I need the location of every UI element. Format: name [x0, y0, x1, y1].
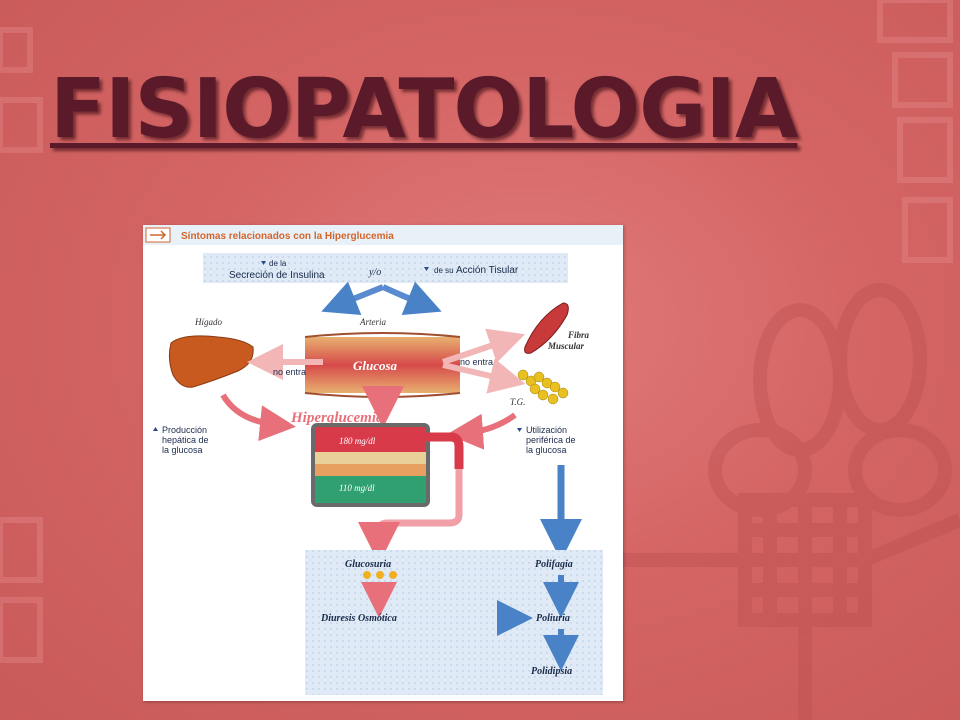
tank-level-mid-2	[315, 464, 426, 476]
blocked-arrow-to-fat	[442, 358, 526, 394]
arrow-right-icon	[150, 230, 167, 240]
up-arrow-icon	[153, 427, 158, 431]
label-glucosuria: Glucosuria	[345, 559, 391, 570]
utilizacion-line-3: la glucosa	[526, 445, 567, 455]
tank-level-low	[315, 476, 426, 503]
label-fibra-1: Fibra	[567, 330, 590, 340]
tank-level-high	[315, 427, 426, 452]
label-polifagia: Polifagia	[535, 559, 573, 570]
label-level-low: 110 mg/dl	[339, 483, 375, 493]
tank-level-mid-1	[315, 452, 426, 464]
label-tg: T.G.	[510, 397, 525, 407]
label-hiperglucemia: Hiperglucemia	[290, 410, 384, 426]
insulin-band	[203, 253, 568, 283]
blue-arrow-right	[381, 281, 442, 316]
label-polidipsia: Polidipsia	[531, 666, 572, 677]
blue-arrow-left	[321, 281, 385, 316]
arrow-overflow-to-glucosuria	[358, 469, 463, 564]
adipose-tissue-icon	[517, 369, 569, 405]
muscle-fiber-icon	[524, 302, 569, 354]
artery-vessel	[305, 337, 460, 393]
down-arrow-icon	[261, 261, 266, 265]
header-bar	[143, 225, 623, 245]
blocked-arrow-to-muscle	[442, 328, 526, 365]
hyperglycemia-diagram: Síntomas relacionados con la Hiperglucem…	[143, 225, 623, 701]
top-right-main: Acción Tisular	[456, 265, 519, 276]
label-fibra-2: Muscular	[547, 341, 585, 351]
label-poliuria: Poliuria	[536, 613, 570, 624]
glucose-molecules-icon	[363, 571, 397, 579]
label-diuresis: Diuresis Osmótica	[320, 613, 397, 624]
top-mid: y/o	[368, 267, 381, 278]
label-glucosa: Glucosa	[353, 358, 398, 373]
label-arteria: Arteria	[359, 317, 386, 327]
diagram-header: Síntomas relacionados con la Hiperglucem…	[181, 231, 394, 242]
arrow-fat-to-tank	[447, 412, 517, 450]
top-left-prefix: de la	[269, 259, 287, 268]
down-arrow-icon	[424, 267, 429, 271]
label-level-high: 180 mg/dl	[339, 436, 376, 446]
arrow-liver-to-tank	[220, 393, 296, 442]
top-left-main: Secreción de Insulina	[229, 270, 325, 281]
produccion-line-1: Producción	[162, 425, 207, 435]
tank-overflow-pipe	[426, 432, 464, 469]
label-higado: Hígado	[194, 317, 223, 327]
liver-icon	[168, 335, 254, 388]
artery-wall-top	[304, 332, 461, 338]
produccion-line-3: la glucosa	[162, 445, 203, 455]
utilizacion-line-2: periférica de	[526, 435, 576, 445]
utilizacion-line-1: Utilización	[526, 425, 567, 435]
down-arrow-icon	[517, 428, 522, 432]
label-no-entra-left: no entra	[273, 367, 306, 377]
top-right-prefix: de su	[434, 266, 454, 275]
slide-title: FISIOPATOLOGIA	[50, 62, 798, 157]
label-no-entra-right: no entra	[460, 357, 493, 367]
produccion-line-2: hepática de	[162, 435, 209, 445]
